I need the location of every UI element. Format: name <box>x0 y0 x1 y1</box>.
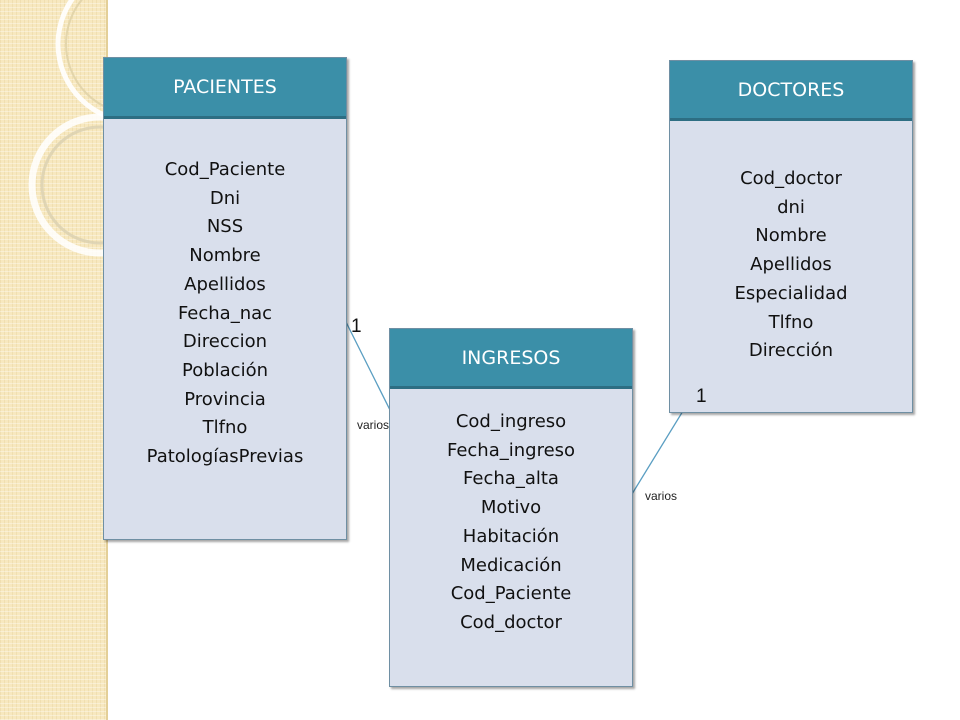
field: Nombre <box>189 245 261 267</box>
field: Fecha_ingreso <box>446 439 576 461</box>
cardinality-many-ingresos-from-doctores: varios <box>645 489 678 503</box>
field: Fecha_alta <box>463 468 559 490</box>
entity-pacientes-title: PACIENTES <box>173 76 277 98</box>
field: dni <box>777 196 805 218</box>
entity-ingresos-title: INGRESOS <box>461 346 561 369</box>
entity-doctores-title: DOCTORES <box>737 78 845 101</box>
field: Cod_Paciente <box>450 583 572 605</box>
field: Tlfno <box>202 417 248 439</box>
cardinality-one-pacientes: 1 <box>351 316 362 337</box>
field: Tlfno <box>768 311 814 333</box>
field: Apellidos <box>750 254 832 276</box>
cardinality-many-ingresos-from-pacientes: varios <box>357 418 390 432</box>
field: Cod_ingreso <box>455 411 567 432</box>
field: Dirección <box>748 340 834 362</box>
field: Direccion <box>182 331 268 353</box>
field: PatologíasPrevias <box>146 446 304 468</box>
entity-ingresos-header: INGRESOS <box>390 329 632 389</box>
field: Apellidos <box>184 273 266 295</box>
field: Medicación <box>460 554 562 576</box>
field: Habitación <box>462 525 560 547</box>
field: Fecha_nac <box>177 302 273 324</box>
cardinality-one-doctores: 1 <box>696 386 707 407</box>
field: Cod_doctor <box>460 611 562 633</box>
entity-doctores-header: DOCTORES <box>670 61 912 121</box>
entity-doctores: DOCTORES Cod_doctor dni Nombre Apellidos… <box>669 60 913 413</box>
field: Cod_doctor <box>740 168 842 189</box>
entity-ingresos: INGRESOS Cod_ingreso Fecha_ingreso Fecha… <box>389 328 633 687</box>
field: Motivo <box>480 497 542 519</box>
entity-ingresos-fields: Cod_ingreso Fecha_ingreso Fecha_alta Mot… <box>390 408 632 638</box>
entity-doctores-fields: Cod_doctor dni Nombre Apellidos Especial… <box>670 165 912 366</box>
field: Dni <box>209 187 241 209</box>
entity-pacientes-header: PACIENTES <box>104 58 346 119</box>
field: Población <box>181 359 268 381</box>
entity-pacientes-fields: Cod_Paciente Dni NSS Nombre Apellidos Fe… <box>104 156 346 472</box>
entity-pacientes: PACIENTES Cod_Paciente Dni NSS Nombre Ap… <box>103 57 347 540</box>
field: Especialidad <box>734 282 848 304</box>
field: Cod_Paciente <box>164 159 286 180</box>
field: Nombre <box>755 225 827 247</box>
field: Provincia <box>184 388 266 410</box>
field: NSS <box>206 216 244 238</box>
